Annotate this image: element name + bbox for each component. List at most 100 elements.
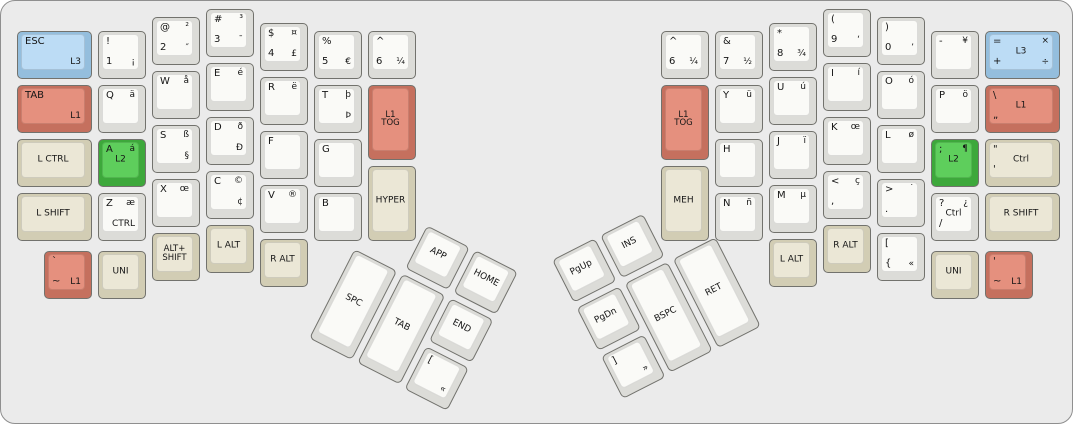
key-label: > [885,184,894,195]
key-5[interactable]: %5€ [314,31,362,79]
key-r-alt-left[interactable]: R ALT [260,239,308,287]
key-lbracket-main[interactable]: [{« [877,233,925,281]
key-l-alt-left[interactable]: L ALT [206,225,254,273]
key-semicolon[interactable]: ;¶L2 [931,139,979,187]
key-label: Ctrl [945,208,962,219]
key-alt-shift[interactable]: ALT+ SHIFT [152,233,200,281]
key-l1-tog-left[interactable]: L1 TOG [368,85,416,160]
key-label: L CTRL [37,154,69,165]
key-4[interactable]: $¤4£ [260,23,308,71]
key-c[interactable]: C©¢ [206,171,254,219]
key-0[interactable]: )0’ [877,17,925,65]
key-uni-left[interactable]: UNI [98,251,146,299]
key-label: Þ [345,110,351,121]
key-label: L1 [70,276,81,287]
key-slash[interactable]: ?¿/Ctrl [931,193,979,241]
key-label: & [723,36,731,47]
keytop: `~L1 [48,254,85,290]
key-hyper[interactable]: HYPER [368,166,416,241]
keytop: INS [605,219,655,269]
key-l1-tog-right[interactable]: L1 TOG [661,85,709,160]
keytop: ;¶L2 [935,142,972,178]
key-l-shift[interactable]: L SHIFT [17,193,92,241]
keytop: "'Ctrl [989,142,1053,178]
key-backslash[interactable]: \„L1 [985,85,1060,133]
key-label: ¼ [396,56,405,67]
key-f[interactable]: F [260,131,308,179]
key-minus[interactable]: -¥ [931,31,979,79]
keytop: ALT+ SHIFT [156,236,193,272]
key-label: 6 [376,55,383,67]
key-l-alt-right[interactable]: L ALT [769,239,817,287]
key-comma[interactable]: <ç, [823,171,871,219]
key-v[interactable]: V® [260,185,308,233]
key-label: ë [291,82,297,92]
keytop: R SHIFT [989,196,1053,232]
key-l-ctrl[interactable]: L CTRL [17,139,92,187]
key-label: J [777,136,780,147]
key-g[interactable]: G [314,139,362,187]
key-label: ¥ [962,36,968,46]
key-period[interactable]: >˙. [877,179,925,227]
key-label: = [993,36,1002,47]
key-1[interactable]: !1¡ [98,31,146,79]
key-b[interactable]: B [314,193,362,241]
key-label: ' [993,163,996,175]
keytop: )0’ [881,20,918,56]
keytop: UNI [935,254,972,290]
keytop: R ALT [827,228,864,264]
key-meh[interactable]: MEH [661,166,709,241]
key-uni-right[interactable]: UNI [931,251,979,299]
key-label: € [345,56,351,67]
key-label: ß [183,130,189,140]
key-h[interactable]: H [715,139,763,187]
keytop: END [436,302,486,352]
key-r-shift[interactable]: R SHIFT [985,193,1060,241]
keytop: [« [412,350,462,400]
key-tilde-right[interactable]: '~L1 [985,251,1033,299]
key-r-alt-right[interactable]: R ALT [823,225,871,273]
key-label: 5 [322,55,329,67]
key-label: INS [620,235,639,252]
key-quote[interactable]: "'Ctrl [985,139,1060,187]
key-grave[interactable]: `~L1 [44,251,92,299]
keytop: R ALT [264,242,301,278]
key-9[interactable]: (9‘ [823,9,871,57]
key-equals[interactable]: =×+÷L3 [985,31,1060,79]
key-label: @ [160,22,170,33]
key-label: CTRL [111,218,135,229]
key-label: ’ [911,42,914,53]
